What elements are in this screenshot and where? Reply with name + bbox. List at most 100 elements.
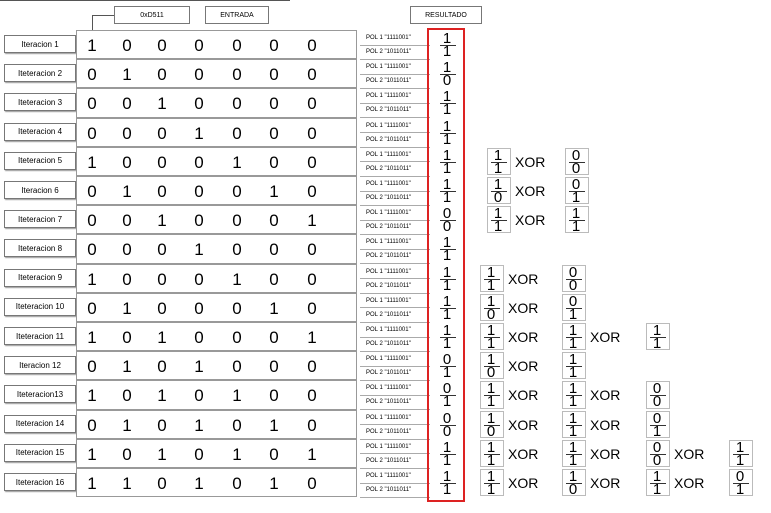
bit-cell: 0	[87, 182, 97, 201]
pol-label: POL 2 "1011011"	[366, 136, 412, 143]
xor-operand-bottom: 0	[486, 364, 496, 382]
xor-operand-bottom: 0	[486, 305, 496, 323]
pol-label: POL 1 "1111001"	[366, 93, 411, 100]
xor-label: XOR	[508, 445, 539, 462]
pol-rule	[360, 453, 430, 455]
bits-row	[76, 263, 357, 293]
pol-label: POL 2 "1011011"	[366, 487, 412, 493]
xor-rule	[566, 307, 582, 309]
bit-cell: 1	[122, 474, 132, 493]
pol-rule	[360, 424, 430, 426]
bits-row	[76, 146, 357, 176]
bits-row	[76, 234, 357, 264]
iteration-label: Iteteracion 8	[4, 239, 76, 258]
header-connector	[92, 15, 114, 16]
bits-row	[76, 468, 357, 498]
xor-label: XOR	[508, 387, 539, 404]
xor-cell	[562, 381, 586, 409]
pol-rule	[360, 161, 430, 163]
xor-rule	[484, 278, 500, 280]
pol-label: POL 1 "1111001"	[366, 443, 411, 450]
iteration-label: Iteteracion 2	[4, 64, 76, 83]
xor-rule	[484, 424, 500, 426]
xor-rule	[566, 337, 582, 338]
xor-operand-bottom: 1	[568, 364, 578, 382]
xor-operand-top: 0	[568, 263, 578, 281]
bit-cell: 0	[232, 182, 242, 201]
xor-label: XOR	[590, 475, 621, 491]
xor-label: XOR	[590, 445, 621, 462]
result-pol2: 0	[442, 72, 452, 90]
bit-cell: 0	[307, 386, 317, 406]
result-rule	[440, 220, 456, 222]
bit-cell: 0	[122, 240, 132, 260]
result-rule	[440, 483, 456, 484]
result-pol1: 1	[442, 88, 452, 106]
pol-label: POL 1 "1111001"	[366, 297, 411, 304]
bit-cell: 0	[157, 182, 167, 201]
xor-operand-top: 1	[568, 351, 578, 369]
bit-cell: 0	[87, 357, 97, 377]
bit-cell: 0	[232, 123, 242, 143]
result-pol2: 1	[442, 189, 452, 206]
result-pol1: 1	[442, 263, 452, 281]
bit-cell: 0	[269, 152, 279, 172]
result-pol1: 0	[442, 409, 452, 427]
xor-operand-top: 0	[571, 146, 581, 164]
bit-cell: 1	[232, 152, 242, 172]
xor-label: XOR	[508, 329, 539, 345]
resultado-text: RESULTADO	[425, 11, 467, 19]
bit-cell: 0	[194, 386, 204, 406]
result-pol1: 1	[442, 146, 452, 164]
iteration-label: Iteteracion 5	[4, 151, 76, 170]
pol-label: POL 1 "1111001"	[366, 64, 411, 71]
pol-rule	[360, 44, 430, 46]
xor-operand-bottom: 1	[493, 159, 503, 177]
hex-header: 0xD511	[114, 6, 190, 24]
bit-cell: 0	[122, 328, 132, 347]
xor-cell	[480, 352, 504, 380]
bit-cell: 0	[122, 123, 132, 143]
bit-cell: 0	[122, 386, 132, 406]
pol-label: POL 1 "1111001"	[366, 35, 411, 41]
xor-rule	[566, 366, 582, 368]
pol-rule	[360, 467, 430, 469]
bit-cell: 0	[232, 328, 242, 347]
bit-cell: 0	[232, 94, 242, 114]
pol-label: POL 1 "1111001"	[366, 268, 411, 275]
bit-cell: 1	[122, 182, 132, 201]
xor-cell	[562, 352, 586, 380]
xor-cell	[646, 323, 670, 351]
xor-operand-top: 1	[568, 468, 578, 485]
bits-row	[76, 380, 357, 410]
xor-operand-top: 1	[568, 409, 578, 427]
bit-cell: 1	[194, 240, 204, 260]
xor-operand-bottom: 1	[486, 451, 496, 469]
xor-operand-bottom: 1	[571, 189, 581, 206]
xor-label: XOR	[508, 358, 539, 375]
xor-cell	[562, 293, 586, 321]
bit-cell: 0	[194, 269, 204, 289]
xor-cell	[565, 177, 589, 205]
xor-operand-bottom: 0	[493, 189, 503, 206]
bit-cell: 1	[157, 444, 167, 464]
xor-operand-top: 0	[571, 176, 581, 193]
pol-label: POL 2 "1011011"	[366, 195, 412, 201]
bit-cell: 0	[269, 328, 279, 347]
xor-label: XOR	[674, 475, 705, 491]
bits-row	[76, 205, 357, 235]
bit-cell: 0	[122, 211, 132, 231]
xor-cell	[562, 264, 586, 292]
bit-cell: 0	[307, 415, 317, 435]
xor-label: XOR	[515, 212, 546, 229]
pol-rule	[360, 59, 430, 60]
xor-operand-top: 1	[493, 176, 503, 193]
xor-cell	[646, 410, 670, 438]
xor-operand-bottom: 1	[486, 335, 496, 352]
xor-cell	[565, 147, 589, 175]
xor-operand-bottom: 1	[652, 335, 662, 352]
bit-cell: 1	[269, 415, 279, 435]
xor-cell	[646, 469, 670, 497]
iteration-label: Iteracion 12	[4, 356, 76, 375]
pol-rule	[360, 190, 430, 192]
